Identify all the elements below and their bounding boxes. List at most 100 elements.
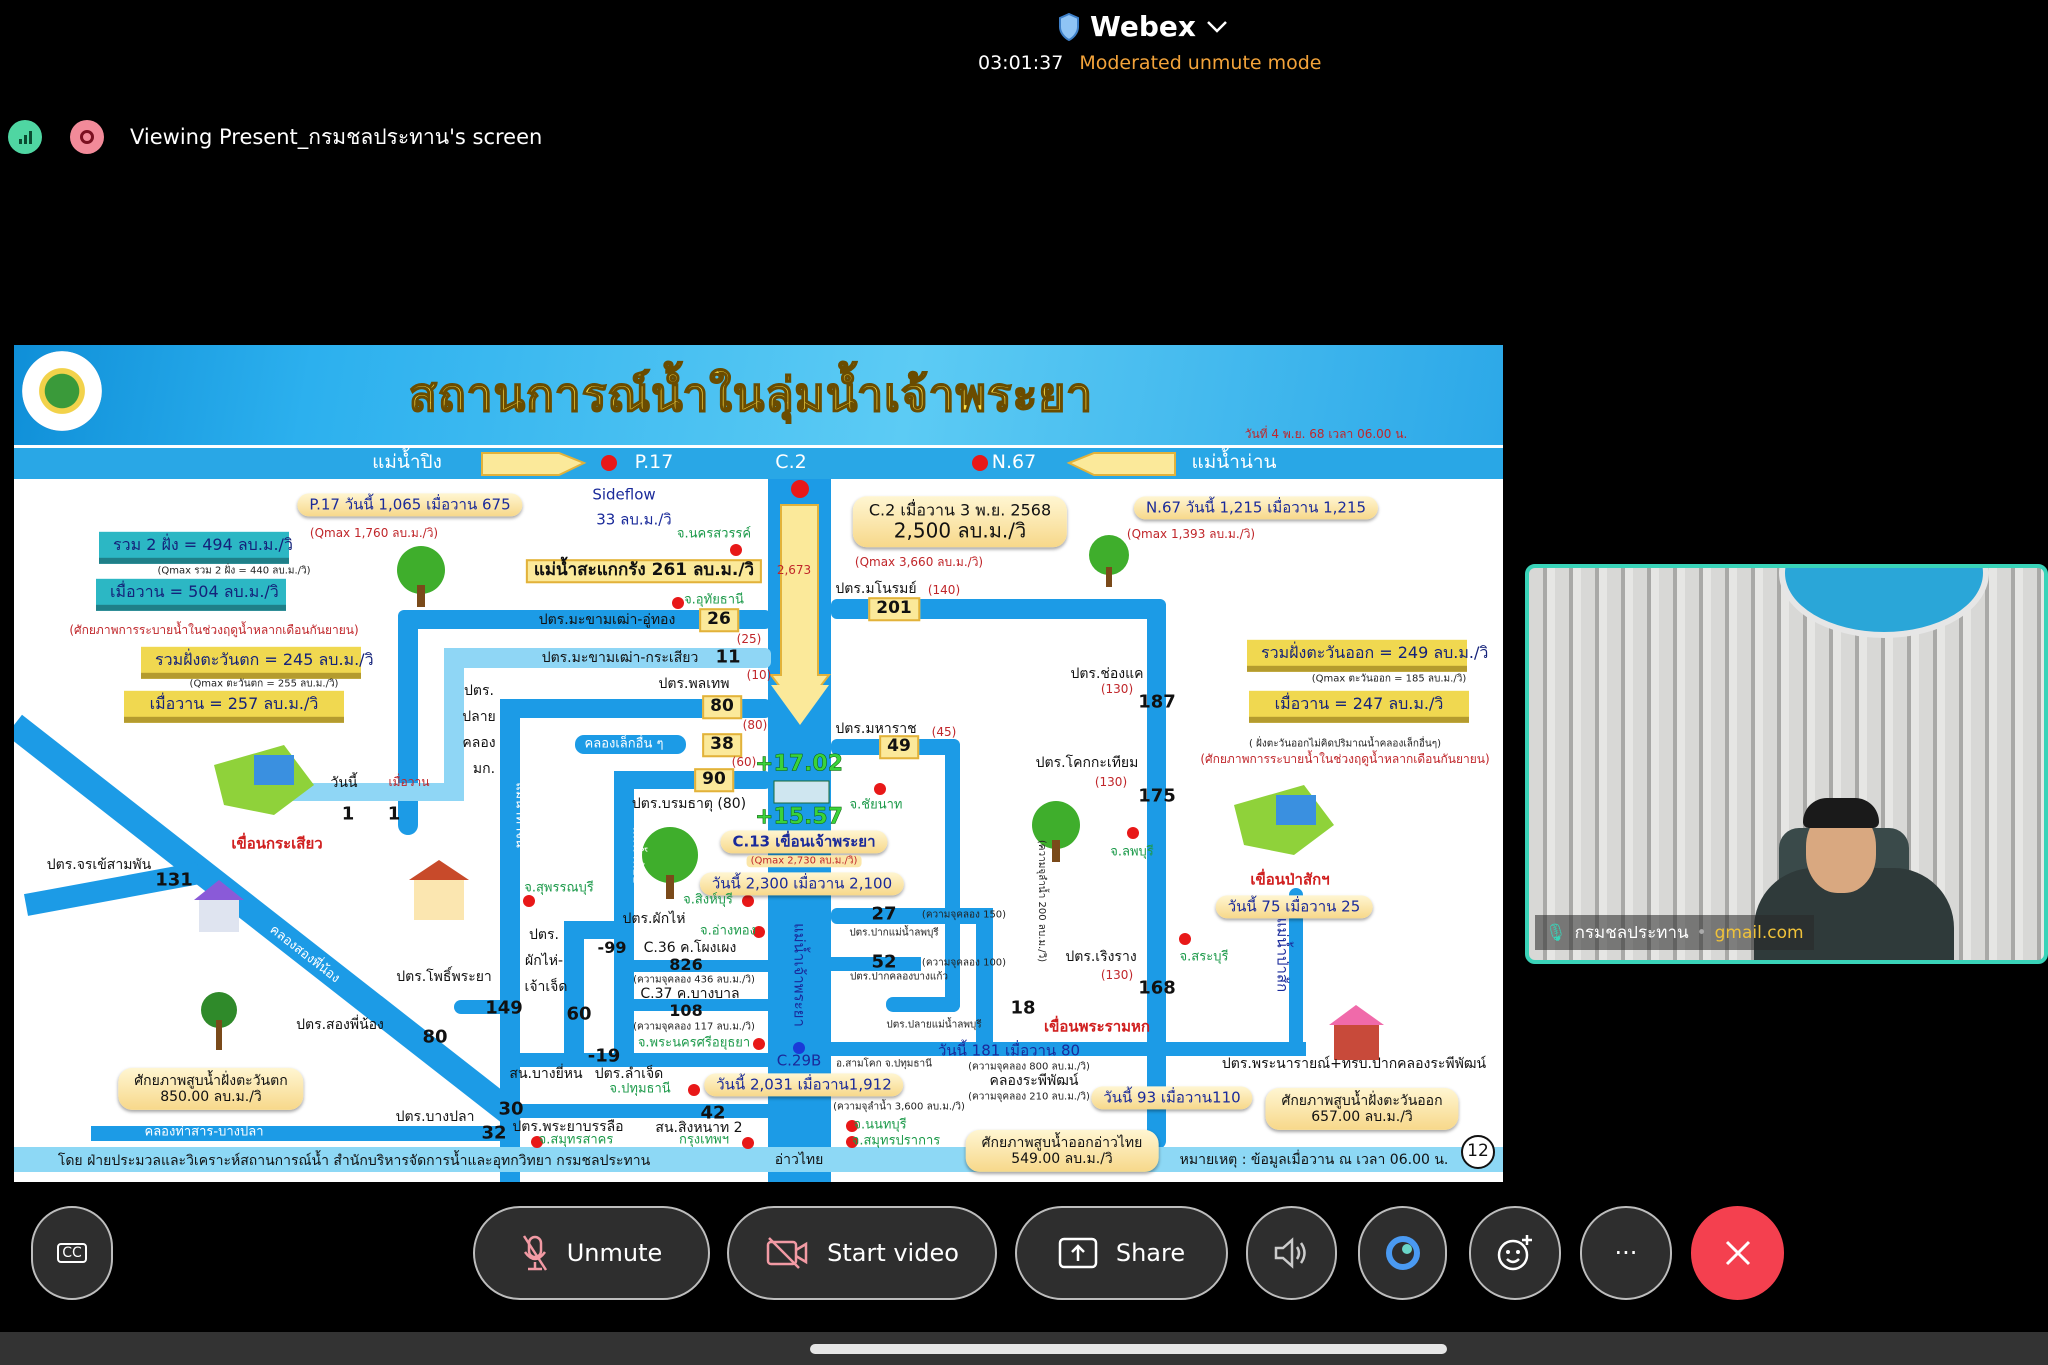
map-label-v32: 32 [481,1122,507,1144]
map-label-sideflow: Sideflow [592,485,656,504]
unmute-button[interactable]: Unmute [473,1206,710,1300]
map-label-v826: 826 [669,954,703,974]
map-label-raphiphat: คลองระพีพัฒน์ [989,1072,1079,1089]
map-label-pathum: จ.ปทุมธานี [609,1081,671,1097]
audio-button[interactable] [1246,1206,1337,1300]
map-label-chainat: จ.ชัยนาท [849,797,903,813]
map-label-pho-phraya: ปตร.โพธิ์พระยา [396,968,492,985]
map-label-chongkhae: ปตร.ช่องแค [1070,665,1144,682]
map-label-c130a: (130) [1100,682,1134,697]
more-options-button[interactable]: ··· [1580,1206,1672,1300]
map-label-ayutthaya: จ.พระนครศรีอยุธยา [637,1035,751,1051]
map-label-c29b-today: วันนี้ 2,031 เมื่อวาน1,912 [704,1073,904,1097]
map-label-v187: 187 [1138,691,1176,713]
map-label-v52: 52 [871,951,897,973]
meeting-timer: 03:01:37 [978,52,1064,74]
map-label-c25: (25) [736,632,762,647]
map-label-v80a: 80 [702,695,742,719]
map-label-page: 12 [1461,1135,1495,1169]
map-label-phakhai-c: เจ้าเจ็ด [524,978,568,995]
map-label-cap800: (ความจุคลอง 800 ลบ.ม./วิ) [968,1061,1090,1073]
reactions-button[interactable] [1469,1206,1561,1300]
webex-ai-icon [1385,1236,1420,1270]
map-label-manorom: ปตร.มโนรมย์ [835,580,917,597]
map-label-v108: 108 [669,1000,703,1020]
map-label-singburi: จ.สิงห์บุรี [683,892,733,908]
station-dot [972,455,988,471]
emoji-add-icon [1497,1235,1532,1271]
map-label-krasiao-dam: เขื่อนกระเสียว [231,834,323,853]
map-label-c37: C.37 ค.บางบาล [640,985,740,1002]
captions-button[interactable]: CC [31,1206,113,1300]
map-label-tha-san: คลองท่าสาร-บางปลา [144,1124,264,1140]
chevron-down-icon[interactable] [1206,20,1228,34]
map-label-v175: 175 [1138,785,1176,807]
map-label-uthai: จ.อุทัยธานี [684,592,744,608]
map-label-nan: แม่น้ำน่าน [1191,451,1277,474]
share-button[interactable]: Share [1015,1206,1228,1300]
map-label-p17-box: P.17 วันนี้ 1,065 เมื่อวาน 675 [297,493,523,517]
map-label-v49: 49 [879,735,919,759]
map-label-west-note: (ศักยภาพการระบายน้ำในช่วงฤดูน้ำหลากเดือน… [69,623,359,638]
map-label-roengrang: ปตร.เริงราง [1065,948,1137,965]
speaker-icon [1274,1237,1306,1269]
map-label-p17-qmax: (Qmax 1,760 ลบ.ม./วิ) [309,526,439,541]
map-label-plus1702: +17.02 [754,751,844,777]
map-label-c10: (10) [746,668,772,683]
map-label-v42: 42 [700,1102,726,1124]
map-label-nakhon: จ.นครสวรรค์ [676,526,752,542]
map-label-phakhai-a: ปตร. [529,926,559,943]
shield-icon [1059,12,1079,41]
participant-email: gmail.com [1714,922,1804,943]
map-label-cap3600: (ความจุลำน้ำ 3,600 ลบ.ม./วิ) [833,1101,965,1113]
separator-dot: • [1696,922,1707,943]
river-header-bar [14,448,1503,479]
map-label-khlong-lek: คลองเล็กอื่น ๆ [584,736,664,752]
participant-name: กรมชลประทาน [1574,923,1689,943]
map-label-cap150: (ความจุคลอง 150) [921,909,1007,921]
map-label-krasiao-yest: 1 [387,803,401,825]
dam-icons [214,745,1334,855]
ellipsis-icon: ··· [1614,1239,1638,1267]
map-label-phakhai-b: ผักไห่- [524,952,564,969]
slide-banner [14,345,1503,445]
map-box-line: 2,500 ลบ.ม./วิ [893,518,1027,543]
recording-icon[interactable] [70,120,104,154]
participant-video[interactable]: 🎙 กรมชลประทาน • gmail.com [1525,564,2048,964]
map-label-east-yest: เมื่อวาน = 247 ลบ.ม./วิ [1249,690,1469,724]
river-map [14,448,1503,1182]
map-label-cap436: (ความจุคลอง 436 ลบ.ม./วิ) [633,974,755,986]
map-label-phakhai2: ปตร.ผักไห่ [622,910,686,927]
map-label-v90: 90 [694,768,734,792]
map-label-gulf: อ่าวไทย [774,1151,824,1168]
map-label-west-bank-yest: เมื่อวาน = 257 ลบ.ม./วิ [124,690,344,724]
signal-icon[interactable] [8,120,42,154]
map-label-samut-sakhon: จ.สมุทรสาคร [538,1132,614,1148]
ai-assistant-button[interactable] [1358,1206,1447,1300]
map-label-v18: 18 [1010,997,1036,1019]
leave-meeting-button[interactable] [1691,1206,1784,1300]
home-indicator[interactable] [810,1344,1447,1354]
map-label-c13-today: วันนี้ 2,300 เมื่อวาน 2,100 [699,872,905,896]
start-video-button[interactable]: Start video [727,1206,997,1300]
map-label-plai1: ปตร. [464,682,494,699]
map-label-v131: 131 [155,869,193,891]
map-label-v201: 201 [868,597,920,621]
map-label-east-note1: ( ฝั่งตะวันออกไม่คิดปริมาณน้ำคลองเล็กอื่… [1248,738,1442,750]
participant-name-bar: 🎙 กรมชลประทาน • gmail.com [1535,915,1814,950]
map-label-v149: 149 [485,997,523,1019]
map-label-c29b: C.29B [776,1051,822,1070]
map-label-lop-end: ปตร.ปลายแม่น้ำลพบุรี [886,1019,982,1031]
map-label-bangkok: กรุงเทพฯ [678,1132,730,1148]
map-label-bang-pla: ปตร.บางปลา [395,1108,475,1125]
app-title[interactable]: Webex [1058,10,1228,43]
map-label-cap117: (ความจุคลอง 117 ลบ.ม./วิ) [633,1021,755,1033]
map-label-v27: 27 [871,903,897,925]
map-box-line: C.2 เมื่อวาน 3 พ.ย. 2568 [868,500,1052,520]
map-label-vm19: -19 [587,1045,621,1067]
map-label-west-bank-qmax: (Qmax ตะวันตก = 255 ลบ.ม./วิ) [189,678,339,690]
speaker-hair [1803,798,1879,828]
app-name: Webex [1090,10,1196,43]
map-label-angthong: จ.อ่างทอง [700,923,756,939]
